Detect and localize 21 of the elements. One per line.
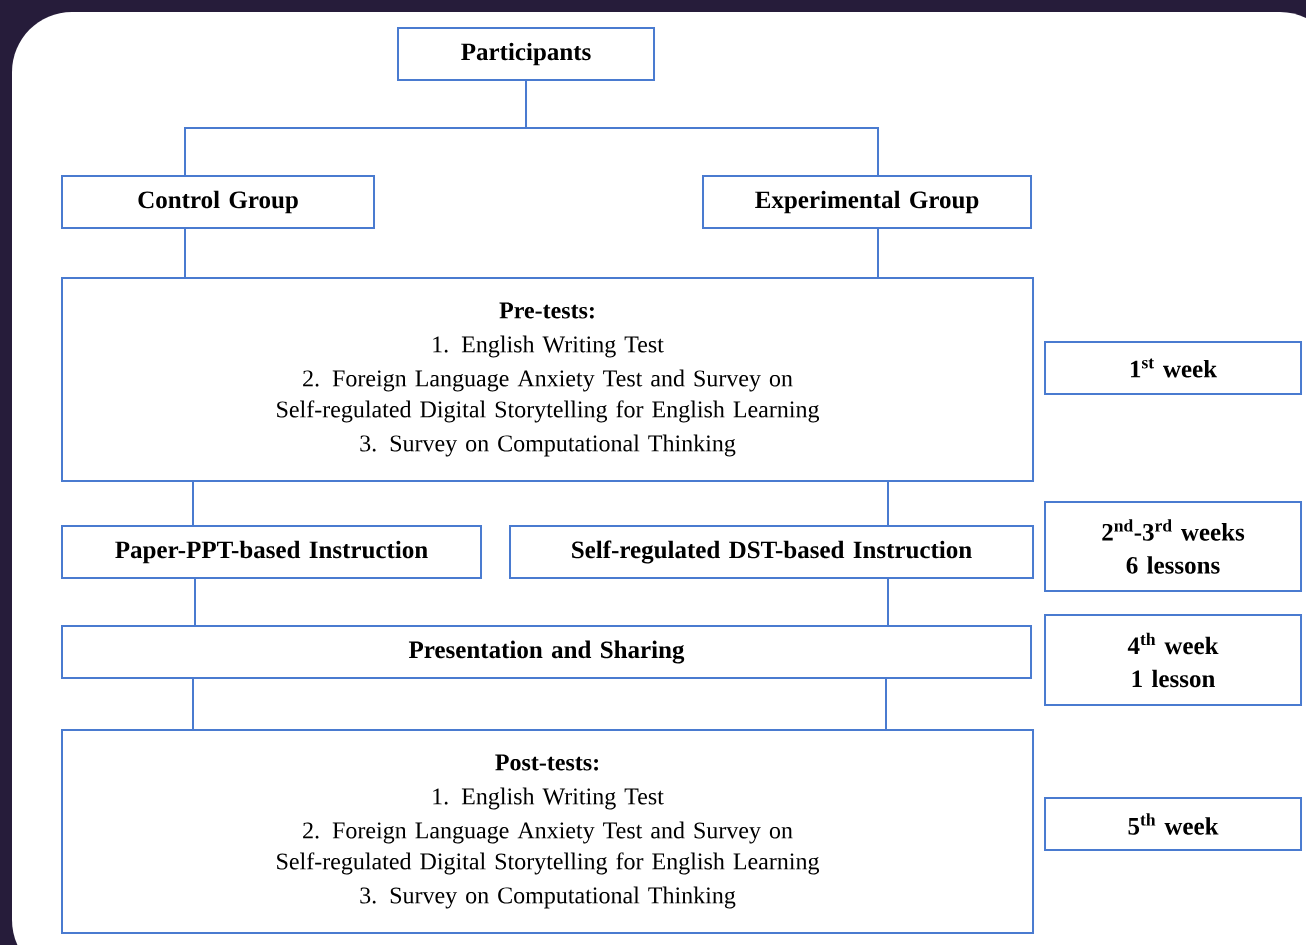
connector-line — [877, 228, 879, 278]
process-box: Self-regulated DST-based Instruction — [509, 525, 1034, 579]
process-box: Paper-PPT-based Instruction — [61, 525, 482, 579]
process-box: Participants — [397, 27, 655, 81]
process-box: Control Group — [61, 175, 375, 229]
test-list-box: Pre-tests: 1. English Writing Test 2. Foreign Language Anxiety Test and Survey on Self-regulated Digital Storytelling for English Learning 3. Survey on Computational Thinking — [61, 277, 1034, 482]
connector-line — [194, 578, 196, 626]
connector-line — [885, 678, 887, 730]
connector-line — [192, 678, 194, 730]
process-box: Presentation and Sharing — [61, 625, 1032, 679]
process-box: Experimental Group — [702, 175, 1032, 229]
connector-line — [192, 481, 194, 526]
time-box: 4$^{th}$ week 1 lesson — [1044, 614, 1302, 706]
time-box: 1$^{st}$ week — [1044, 341, 1302, 395]
connector-line — [525, 80, 879, 176]
time-box: 5$^{th}$ week — [1044, 797, 1302, 851]
connector-line — [887, 578, 889, 626]
time-box: 2$^{nd}$-3$^{rd}$ weeks 6 lessons — [1044, 501, 1302, 592]
test-list-box: Post-tests: 1. English Writing Test 2. Foreign Language Anxiety Test and Survey on Self-regulated Digital Storytelling for English Learning 3. Survey on Computational Thinking — [61, 729, 1034, 934]
connector-line — [184, 228, 186, 278]
connector-line — [887, 481, 889, 526]
